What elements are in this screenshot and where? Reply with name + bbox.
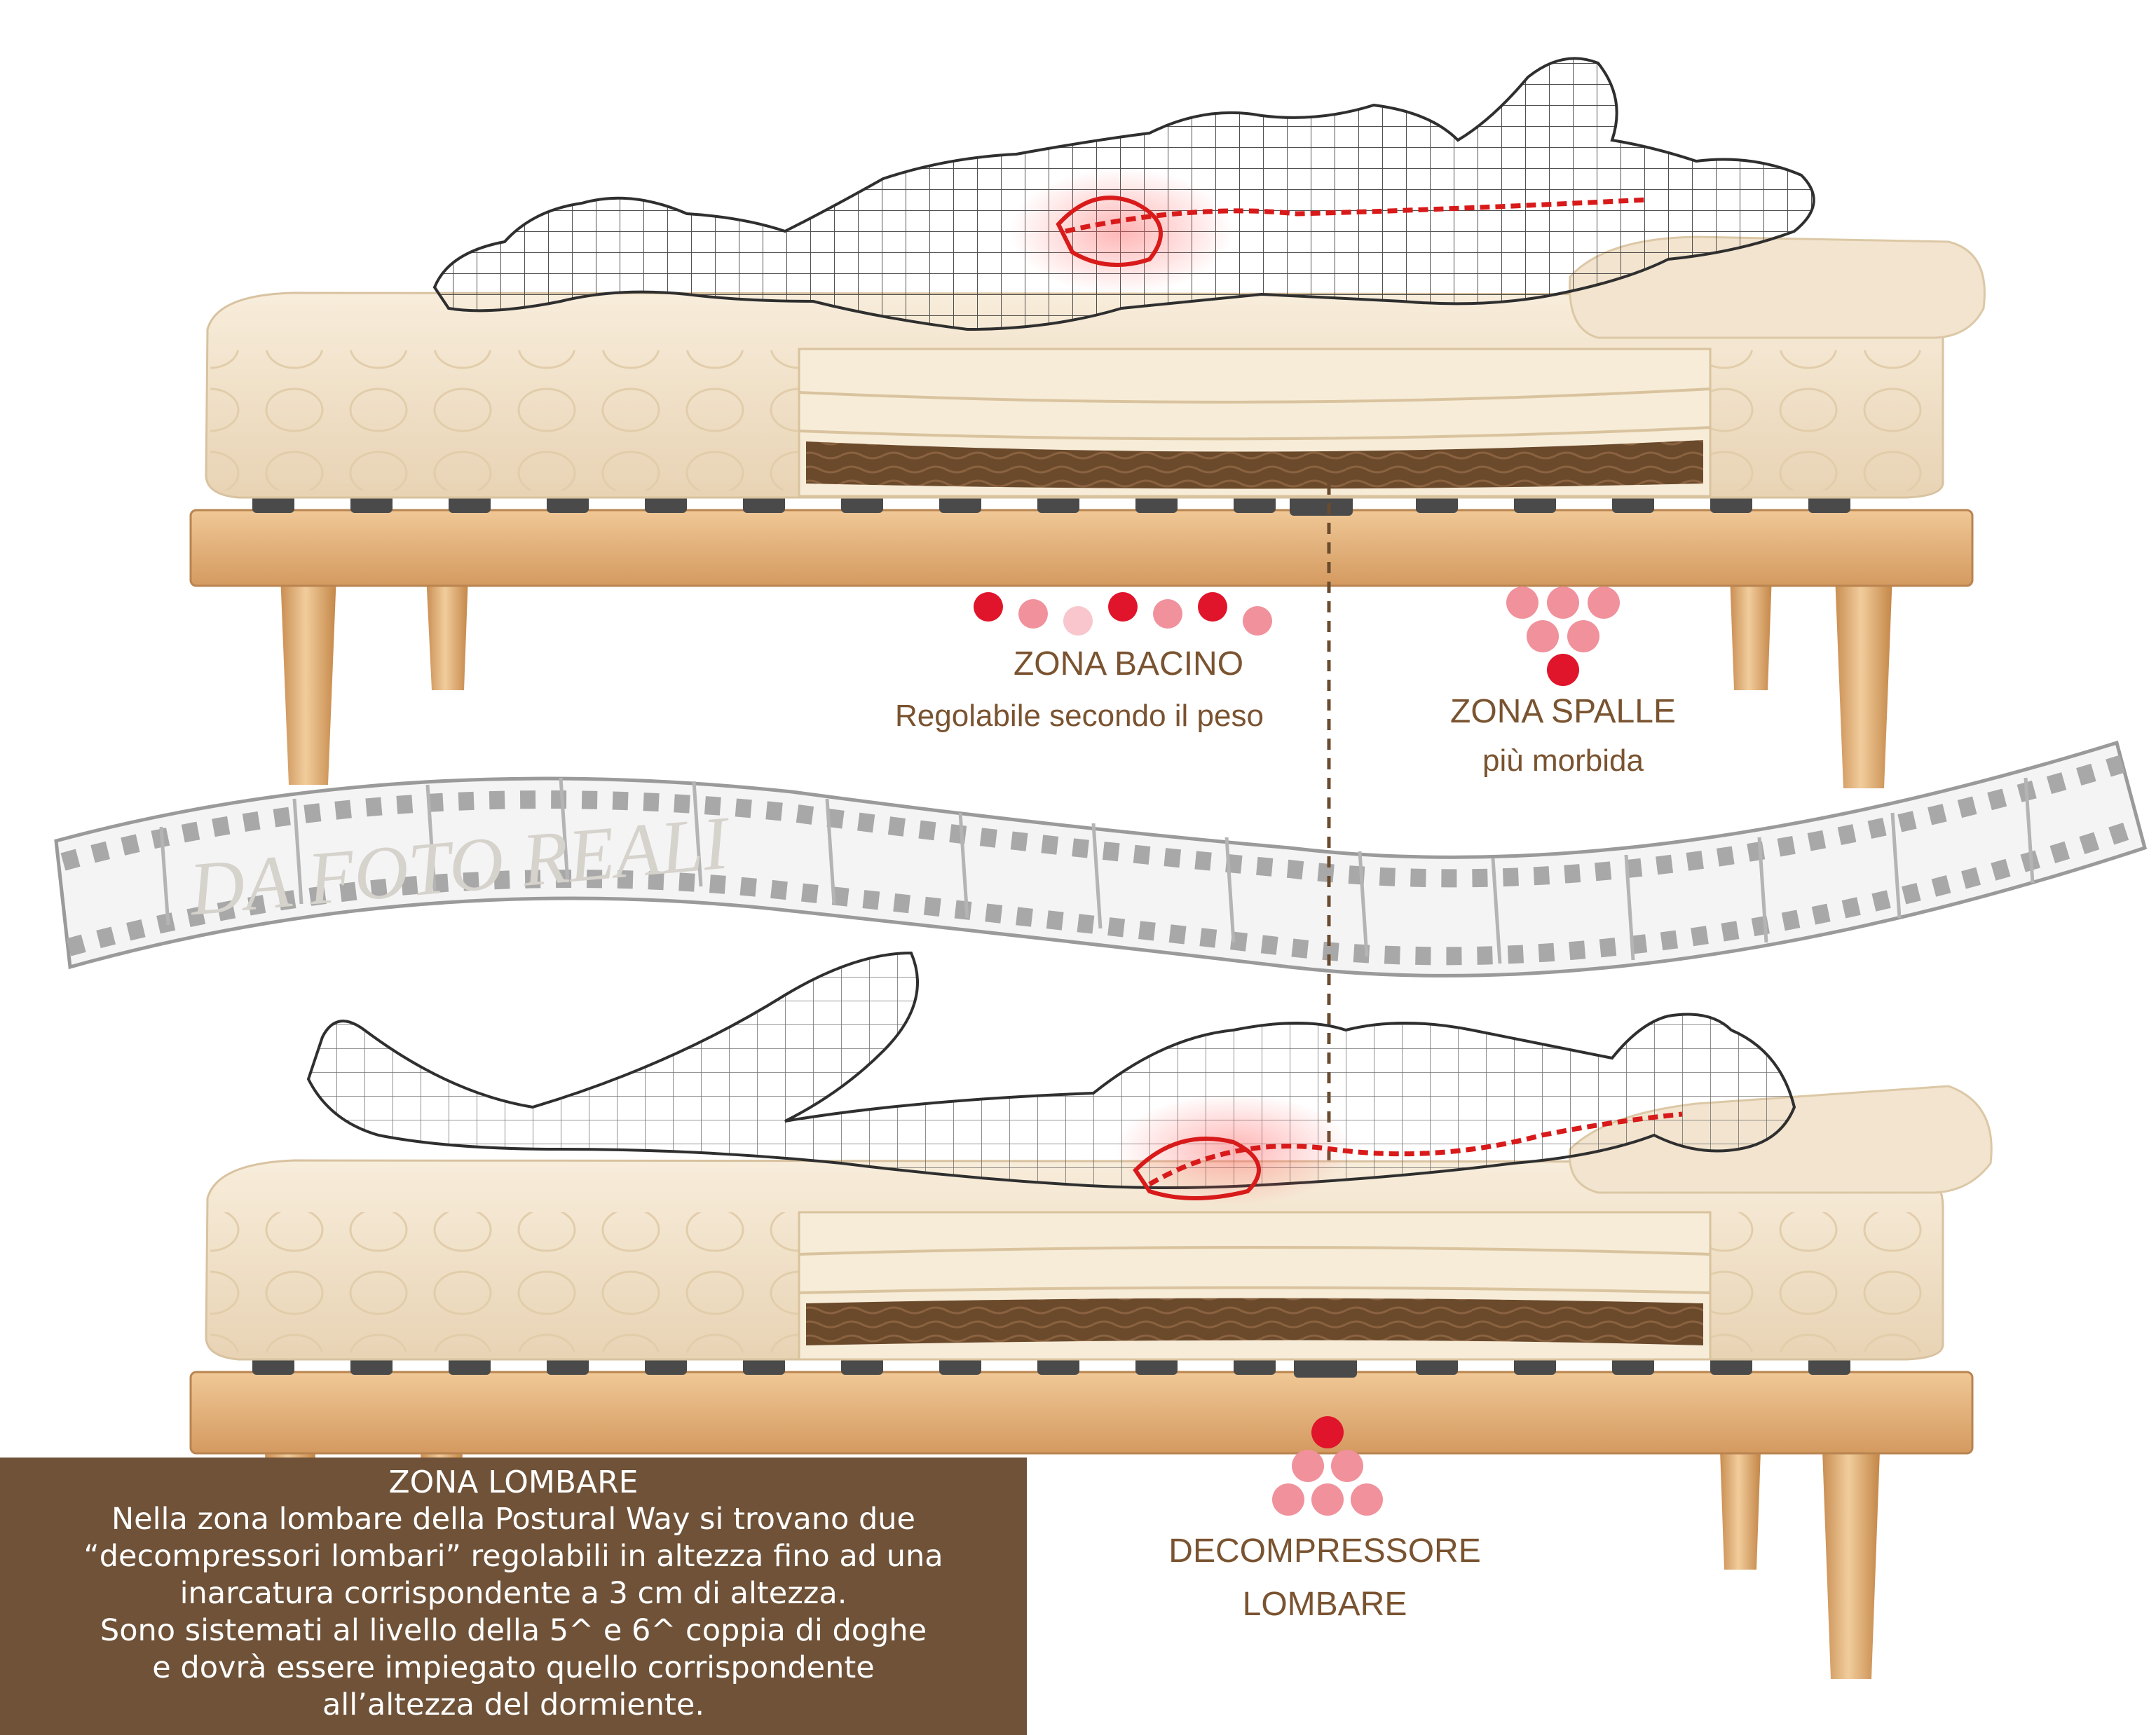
bottom-bed-frame (189, 1371, 1974, 1455)
bottom-spine (1148, 1111, 1683, 1187)
zona-lombare-line-5: e dovrà essere impiegato quello corrispo… (152, 1650, 875, 1685)
bacino-dots (974, 592, 1272, 636)
zona-lombare-box: ZONA LOMBARE Nella zona lombare della Po… (0, 1458, 1027, 1735)
bottom-body-wireframe (306, 951, 1796, 1189)
zona-lombare-line-1: Nella zona lombare della Postural Way si… (111, 1502, 916, 1537)
bottom-mattress-quilting-right (1710, 1212, 1935, 1352)
top-bed-leg-front-right (1835, 575, 1892, 788)
zona-bacino-subtitle: Regolabile secondo il peso (895, 699, 1264, 733)
bottom-bed-leg-front-right (1822, 1451, 1880, 1679)
top-mattress-quilting-left (210, 350, 799, 491)
top-bed (189, 57, 1986, 788)
top-bed-leg-back-right (1730, 575, 1772, 690)
bottom-bed-slats (252, 1350, 1850, 1378)
bottom-pelvis (1133, 1137, 1261, 1200)
top-spine-glow (1009, 168, 1234, 294)
spalle-dots (1506, 587, 1620, 686)
top-bed-leg-front-left (280, 575, 336, 785)
zona-spalle-title: ZONA SPALLE (1450, 693, 1676, 730)
bottom-mattress-quilting-left (210, 1212, 799, 1352)
top-mattress-quilting-right (1710, 350, 1935, 491)
decompressore-dots (1272, 1416, 1383, 1516)
decompressore-title-line2: LOMBARE (1242, 1586, 1407, 1623)
bottom-bed-leg-back-right (1720, 1451, 1761, 1570)
bottom-bed (189, 951, 1993, 1724)
top-bed-leg-back-left (426, 575, 468, 690)
zona-lombare-line-6: all’altezza del dormiente. (322, 1687, 705, 1722)
film-strip (54, 740, 2148, 978)
decompressore-title-line1: DECOMPRESSORE (1168, 1532, 1481, 1570)
top-bed-frame (189, 509, 1974, 587)
top-pelvis (1056, 196, 1163, 267)
zona-lombare-line-4: Sono sistemati al livello della 5^ e 6^ … (100, 1613, 927, 1648)
bottom-spine-glow (1114, 1093, 1353, 1205)
top-mattress-cutaway (798, 348, 1712, 498)
bottom-mattress-cutaway (798, 1211, 1712, 1361)
zona-lombare-line-3: inarcatura corrispondente a 3 cm di alte… (179, 1576, 847, 1611)
zona-spalle-subtitle: più morbida (1482, 743, 1644, 778)
zona-lombare-line-2: “decompressori lombari” regolabili in al… (83, 1539, 943, 1574)
zona-lombare-title: ZONA LOMBARE (388, 1465, 639, 1500)
zona-bacino-title: ZONA BACINO (1013, 645, 1244, 683)
top-spine (1065, 197, 1648, 234)
